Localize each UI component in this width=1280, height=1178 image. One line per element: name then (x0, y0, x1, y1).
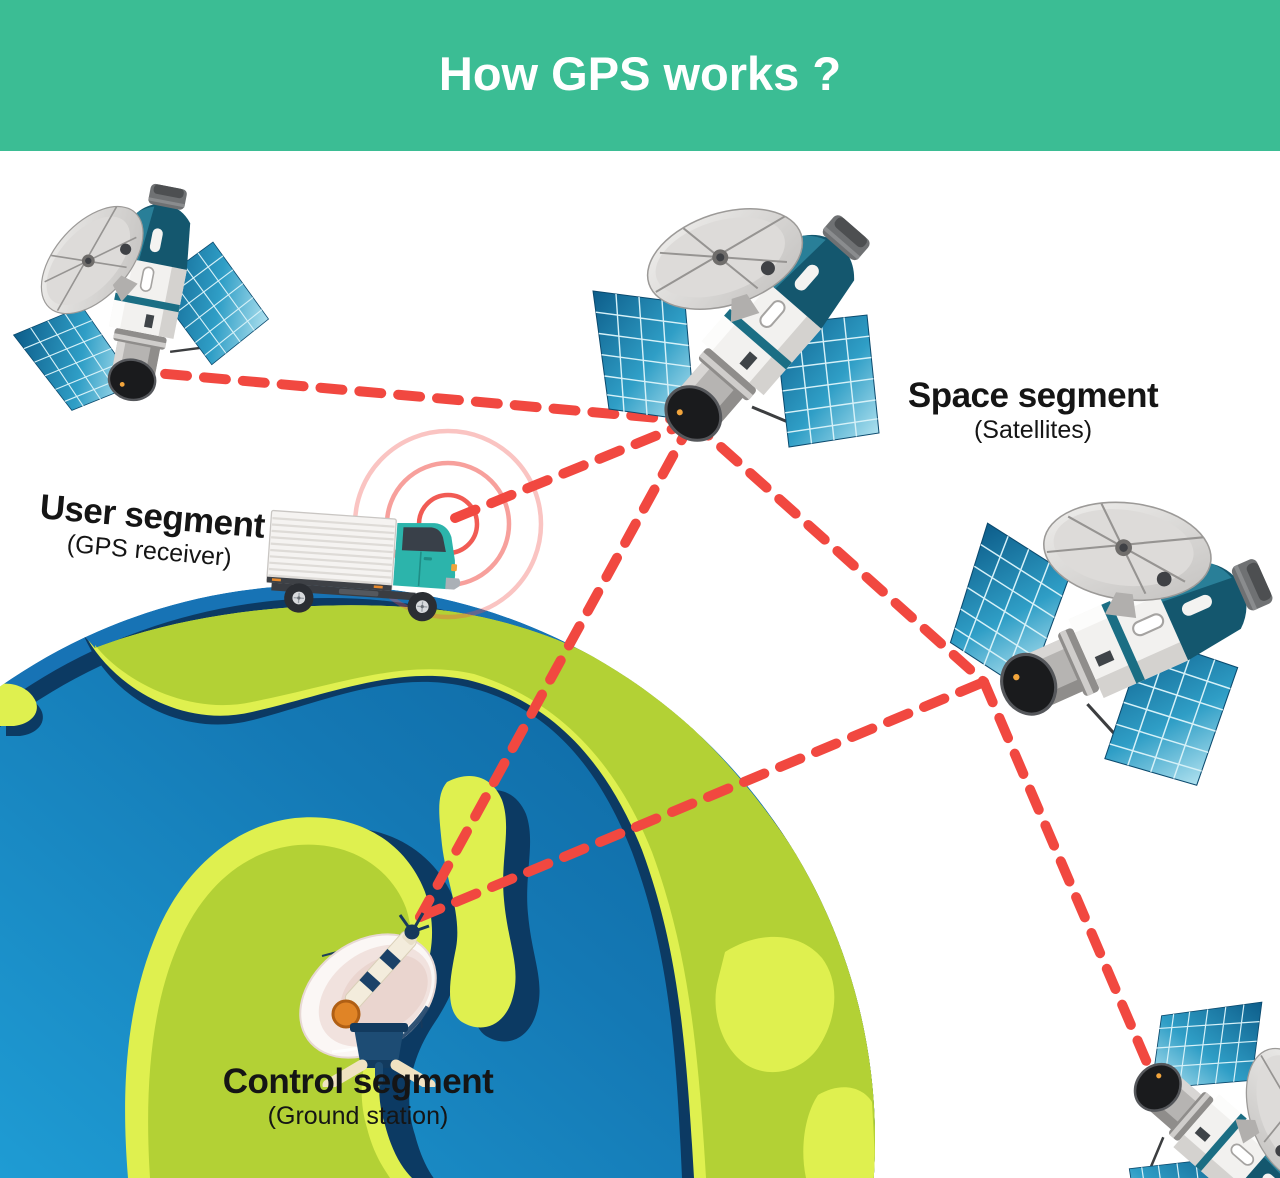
tripod-legs (322, 1059, 436, 1087)
label-space-segment: Space segment (Satellites) (878, 376, 1188, 445)
space-segment-subtitle: (Satellites) (973, 416, 1093, 445)
control-segment-subtitle: (Ground station) (267, 1102, 449, 1131)
satellite-icon (1117, 1000, 1280, 1178)
fuel-tank (338, 588, 379, 597)
header-banner: How GPS works ? (0, 0, 1280, 151)
page-title: How GPS works ? (438, 47, 842, 100)
signal-line (979, 677, 1162, 1091)
gps-truck-icon (266, 509, 461, 622)
satellite-icon (911, 425, 1280, 815)
island (715, 936, 835, 1073)
island (803, 1087, 875, 1178)
signal-line (128, 366, 697, 426)
space-segment-title: Space segment (907, 376, 1159, 415)
signal-line (450, 416, 697, 523)
wheel (407, 591, 437, 622)
signal-line (415, 677, 989, 922)
cargo-box (266, 509, 397, 592)
islet (0, 683, 37, 726)
label-control-segment: Control segment (Ground station) (203, 1062, 513, 1131)
signal-line (687, 416, 989, 687)
dashed-signal-line-icon (128, 366, 1162, 1091)
feed-cluster (398, 912, 430, 940)
satellite-icon (0, 147, 285, 453)
control-segment-title: Control segment (222, 1062, 494, 1101)
signal-line (415, 416, 697, 922)
ground-station-dish-icon (299, 912, 437, 1087)
continent-main (148, 844, 412, 1178)
continent-band (95, 605, 875, 1178)
dish-hub (331, 999, 361, 1029)
satellite-icon (591, 189, 888, 461)
cab (393, 523, 461, 590)
wheel (284, 583, 314, 613)
